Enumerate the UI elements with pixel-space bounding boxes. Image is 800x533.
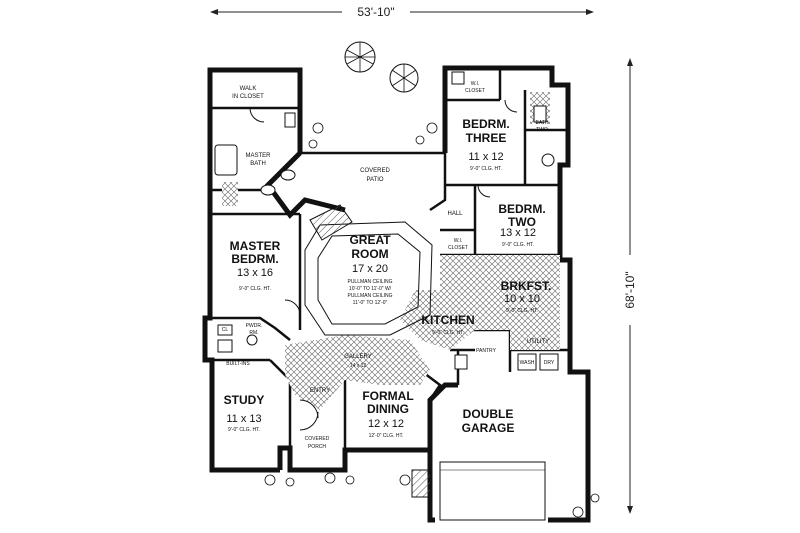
dimension-arrow-icon (627, 58, 633, 66)
tile-floors (222, 92, 560, 410)
svg-text:9'-0" CLG. HT.: 9'-0" CLG. HT. (239, 286, 271, 292)
svg-text:W.I.CLOSET: W.I.CLOSET (448, 238, 468, 251)
room-utility: UTILITY WASH DRY (520, 339, 555, 366)
svg-text:GALLERY: GALLERY (344, 354, 372, 360)
width-label: 53'-10" (357, 5, 394, 19)
svg-text:12'-0" CLG. HT.: 12'-0" CLG. HT. (369, 433, 404, 439)
svg-text:W.I.CLOSET: W.I.CLOSET (465, 81, 485, 94)
tree-icon (389, 63, 419, 93)
room-built-ins: BUILT-INS (226, 361, 250, 367)
dryer (539, 353, 559, 371)
depth-label: 68'-10" (623, 271, 637, 308)
refrigerator (454, 354, 468, 370)
room-study: STUDY 11 x 13 9'-0" CLG. HT. (224, 393, 265, 433)
svg-text:12 x 12: 12 x 12 (368, 418, 404, 430)
room-wi-closet-mid: W.I.CLOSET (448, 238, 468, 251)
room-hall: HALL (447, 211, 463, 217)
bathtub (214, 144, 238, 176)
svg-text:WASH: WASH (520, 360, 535, 366)
svg-text:KITCHEN: KITCHEN (421, 313, 474, 327)
washer (517, 353, 537, 371)
dimension-arrow-icon (627, 506, 633, 514)
great-room-ceiling (304, 221, 433, 336)
svg-text:10 x 10: 10 x 10 (504, 293, 540, 305)
svg-text:UTILITY: UTILITY (527, 339, 549, 345)
svg-text:10'-0" TO 11'-0" W/: 10'-0" TO 11'-0" W/ (349, 286, 392, 292)
room-breakfast: BRKFST. 10 x 10 9'-0" CLG. HT. (501, 279, 552, 314)
svg-text:BEDRM.TWO: BEDRM.TWO (498, 202, 545, 229)
svg-text:17 x 20: 17 x 20 (352, 263, 388, 275)
fixtures (214, 71, 559, 371)
shrub-icon (264, 122, 600, 518)
svg-text:PULLMAN CEILING: PULLMAN CEILING (347, 279, 392, 285)
svg-text:ENTRY: ENTRY (310, 388, 330, 394)
svg-text:BUILT-INS: BUILT-INS (226, 361, 250, 367)
svg-text:PANTRY: PANTRY (476, 348, 496, 354)
toilet (284, 112, 296, 128)
svg-text:BEDRM.THREE: BEDRM.THREE (462, 117, 509, 145)
tree-icon (344, 41, 376, 73)
door-swing-icon (249, 99, 518, 431)
width-dimension: 53'-10" (210, 5, 594, 19)
svg-text:11 x 13: 11 x 13 (226, 413, 261, 425)
room-kitchen: KITCHEN 9'-0" CLG. HT. (421, 313, 474, 336)
room-bedroom-three: BEDRM.THREE 11 x 12 9'-0" CLG. HT. (462, 117, 509, 172)
svg-text:DRY: DRY (544, 360, 555, 366)
room-entry: ENTRY (310, 388, 330, 394)
room-bedroom-two: BEDRM.TWO 13 x 12 9'-0" CLG. HT. (498, 202, 545, 248)
svg-text:9'-0" CLG. HT.: 9'-0" CLG. HT. (502, 242, 534, 248)
svg-text:11 x 12: 11 x 12 (468, 151, 503, 163)
svg-text:CL: CL (222, 327, 229, 333)
svg-text:PWDR.RM.: PWDR.RM. (246, 323, 263, 336)
svg-text:STUDY: STUDY (224, 393, 265, 407)
svg-text:9'-0" CLG. HT.: 9'-0" CLG. HT. (470, 166, 502, 172)
dimension-arrow-icon (586, 9, 594, 15)
room-pantry: PANTRY (476, 348, 496, 354)
garage-door (411, 461, 546, 521)
fireplace (309, 204, 353, 241)
svg-text:13 x 16: 13 x 16 (237, 267, 273, 279)
svg-text:13 x 12: 13 x 12 (500, 227, 536, 239)
svg-text:9'-0" CLG. HT.: 9'-0" CLG. HT. (506, 308, 538, 314)
room-closet-cl: CL (222, 327, 229, 333)
depth-dimension: 68'-10" (623, 58, 637, 514)
room-gallery: GALLERY 14 x 12 (344, 354, 372, 369)
interior-walls (210, 68, 570, 450)
svg-text:9'-0" CLG. HT.: 9'-0" CLG. HT. (432, 330, 464, 336)
svg-text:BRKFST.: BRKFST. (501, 279, 552, 293)
room-wi-closet-top: W.I.CLOSET (465, 81, 485, 94)
svg-text:14 x 12: 14 x 12 (350, 363, 367, 369)
room-powder: PWDR.RM. (246, 323, 263, 336)
svg-text:HALL: HALL (447, 211, 463, 217)
svg-text:9'-0" CLG. HT.: 9'-0" CLG. HT. (228, 427, 260, 433)
dimension-arrow-icon (210, 9, 218, 15)
svg-text:PULLMAN CEILING: PULLMAN CEILING (347, 293, 392, 299)
svg-text:11'-0" TO 12'-0": 11'-0" TO 12'-0" (353, 300, 388, 306)
